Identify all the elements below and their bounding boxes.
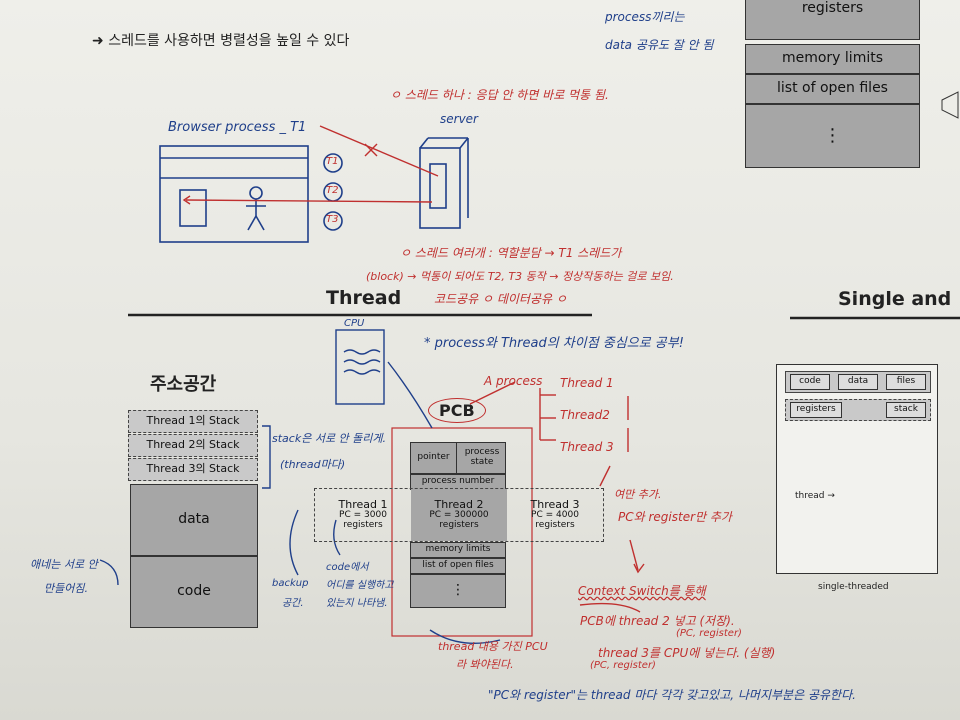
code-note-3: 있는지 나타냄. <box>326 598 388 609</box>
thread-t1: T1 <box>326 156 339 167</box>
pcb-bottom-note-1: thread 내용 가진 PCU <box>438 640 548 653</box>
address-data: data <box>130 484 258 556</box>
address-code: code <box>130 556 258 628</box>
note-multi-thread: ㅇ 스레드 여러개 : 역할분담 → T1 스레드가 <box>400 246 622 260</box>
stack-thread-2: Thread 2의 Stack <box>128 434 258 457</box>
st-reg-row: registers stack <box>785 399 931 421</box>
top-right-note-2: data 공유도 잘 안 됨 <box>605 38 714 52</box>
left-note-1: 애네는 서로 안 <box>30 558 98 571</box>
pcb-thread-3: Thread 3 PC = 4000 registers <box>530 498 580 531</box>
tree-leaf-3: Thread 3 <box>560 440 614 454</box>
st-caption: single-threaded <box>818 582 889 592</box>
backup-note-2: 공간. <box>282 598 304 609</box>
address-space-title: 주소공간 <box>150 374 217 395</box>
pcb-label: PCB <box>428 398 486 423</box>
proc-box-registers: registers <box>745 0 920 40</box>
heading-single-and: Single and <box>838 288 952 310</box>
stack-note-2: (thread마다) <box>280 458 346 471</box>
heading-thread: Thread <box>326 287 402 309</box>
stack-thread-3: Thread 3의 Stack <box>128 458 258 481</box>
bottom-note: "PC와 register"는 thread 마다 각각 갖고있고, 나머지부분… <box>488 688 856 702</box>
thread-t2: T2 <box>326 185 339 196</box>
right-note-7: (PC, register) <box>590 660 656 671</box>
browser-window-drawing <box>159 137 469 243</box>
proc-box-open-files: list of open files <box>745 74 920 104</box>
server-label: server <box>440 112 478 126</box>
right-note-3: Context Switch를 통해 <box>578 584 706 598</box>
stack-note-1: stack은 서로 안 돌리게. <box>272 432 387 445</box>
browser-title: Browser process _ T1 <box>168 120 307 135</box>
bullet-arrow-icon: ➜ <box>92 33 109 49</box>
pcb-open-files: list of open files <box>410 558 506 574</box>
left-note-2: 만들어짐. <box>44 582 88 595</box>
pcb-thread-1: Thread 1 PC = 3000 registers <box>338 498 388 531</box>
right-note-5: (PC, register) <box>676 628 742 639</box>
note-single-thread: ㅇ 스레드 하나 : 응답 안 하면 바로 먹통 됨. <box>390 88 609 102</box>
proc-box-memory-limits: memory limits <box>745 44 920 74</box>
tree-leaf-2: Thread2 <box>560 408 610 422</box>
pcb-bottom-note-2: 라 봐야된다. <box>456 658 514 671</box>
red-arrows <box>182 125 645 637</box>
top-right-note-1: process끼리는 <box>605 10 685 24</box>
top-bullet: ➜ 스레드를 사용하면 병렬성을 높일 수 있다 <box>92 33 350 49</box>
pcb-thread-2: Thread 2 PC = 300000 registers <box>411 489 507 541</box>
tree-leaf-1: Thread 1 <box>560 376 614 390</box>
right-note-1: 여만 추가. <box>614 488 662 501</box>
st-thread-label: thread → <box>795 491 835 501</box>
backup-note-1: backup <box>272 578 309 589</box>
proc-box-more: ⋮ <box>745 104 920 168</box>
stack-thread-1: Thread 1의 Stack <box>128 410 258 433</box>
star-note: * process와 Thread의 차이점 중심으로 공부! <box>424 336 684 351</box>
right-note-2: PC와 register만 추가 <box>618 510 732 524</box>
cpu-label: CPU <box>344 318 365 329</box>
cpu-drawing <box>335 329 385 405</box>
pcb-thread-row: Thread 1 PC = 3000 registers Thread 2 PC… <box>314 488 604 542</box>
tree-root: A process <box>484 374 543 388</box>
right-note-6: thread 3를 CPU에 넣는다. (실행) <box>598 646 776 660</box>
st-top-row: code data files <box>785 371 931 393</box>
note-share: 코드공유 ㅇ 데이터공유 ㅇ <box>434 292 567 306</box>
single-threaded-diagram: code data files registers stack thread → <box>776 364 938 574</box>
pcb-more: ⋮ <box>410 574 506 608</box>
blue-marks <box>99 361 501 645</box>
code-note-2: 어디를 실행하고 <box>326 580 394 591</box>
thread-t3: T3 <box>326 214 339 225</box>
pcb-memory-limits: memory limits <box>410 542 506 558</box>
note-block: (block) → 먹통이 되어도 T2, T3 동작 → 정상작동하는 걸로 … <box>366 270 674 283</box>
pcb-top: pointer process state <box>410 442 506 474</box>
code-note-1: code에서 <box>326 562 369 573</box>
right-note-4: PCB에 thread 2 넣고 (저장). <box>580 614 735 628</box>
